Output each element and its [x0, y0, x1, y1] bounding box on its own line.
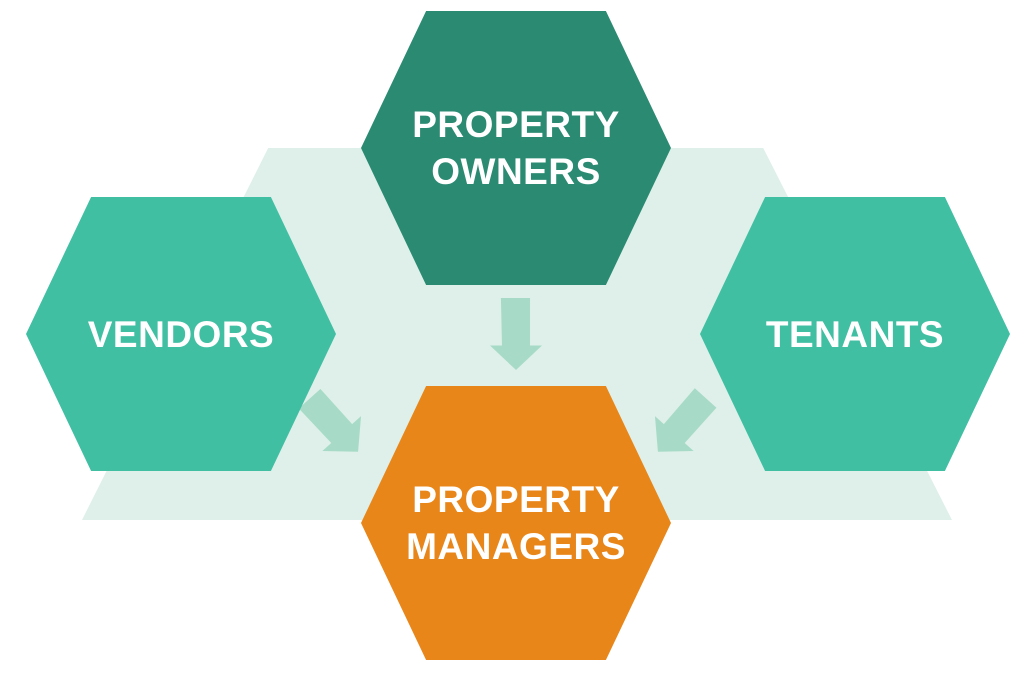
- hexagon-label: OWNERS: [431, 151, 601, 192]
- hexagon-label: PROPERTY: [412, 104, 620, 145]
- hexagon-label: VENDORS: [87, 313, 275, 355]
- hexagon-label: PROPERTY: [412, 479, 620, 520]
- hexagon-label: TENANTS: [765, 313, 945, 355]
- hexagon-property-managers: PROPERTY MANAGERS: [361, 386, 671, 660]
- hexagon-vendors: VENDORS: [26, 197, 336, 471]
- hexagon-tenants: TENANTS: [700, 197, 1010, 471]
- hexagon-label: MANAGERS: [406, 526, 626, 567]
- hexagon-property-owners: PROPERTY OWNERS: [361, 11, 671, 285]
